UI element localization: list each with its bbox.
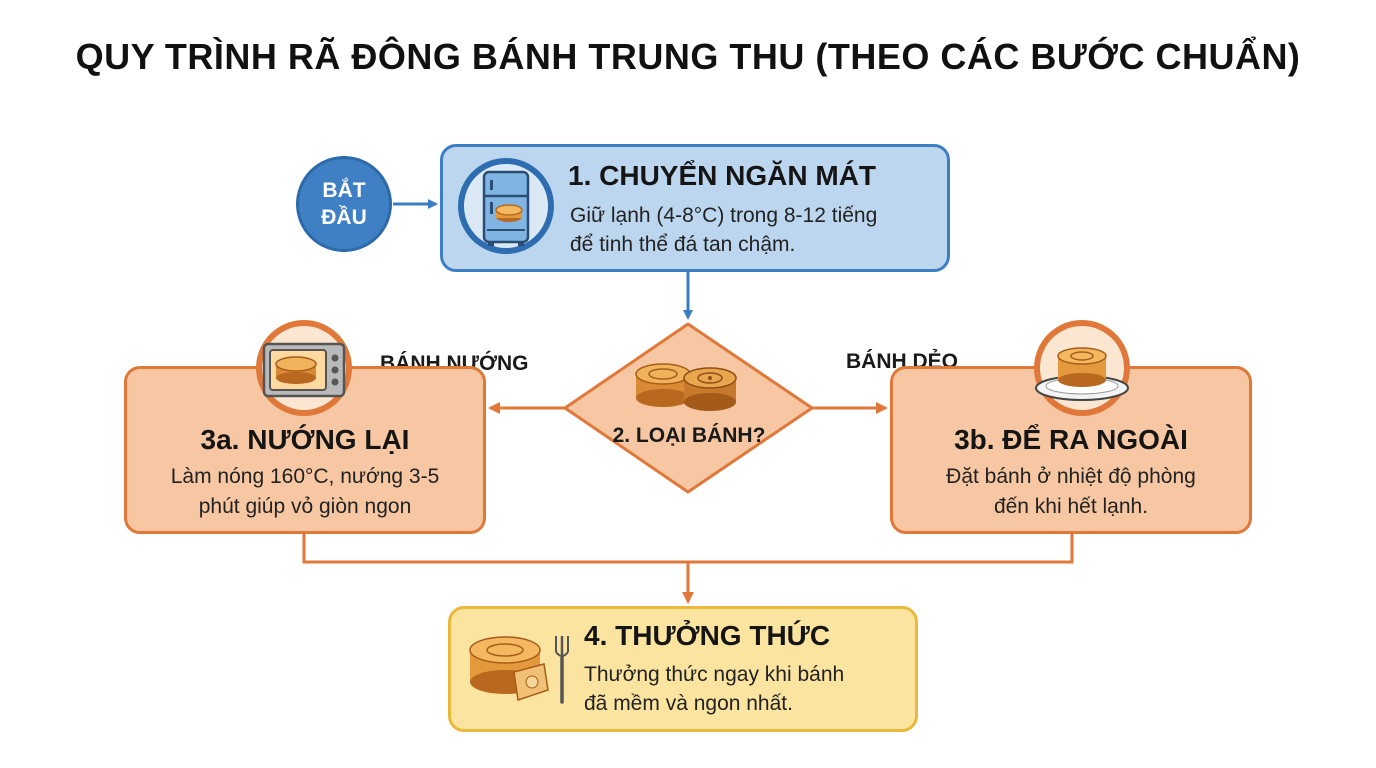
decision-label: 2. LOẠI BÁNH?: [612, 424, 766, 447]
step4-text-line1: Thưởng thức ngay khi bánh: [584, 663, 845, 686]
start-label-line2: ĐẦU: [321, 206, 367, 229]
fridge-icon: [458, 158, 554, 254]
step1-text-line1: Giữ lạnh (4-8°C) trong 8-12 tiếng: [570, 204, 878, 227]
step4-text-line2: đã mềm và ngon nhất.: [584, 692, 793, 715]
oven-icon: [256, 320, 352, 416]
step3a-text-line2: phút giúp vỏ giòn ngon: [198, 495, 412, 518]
start-node: BẮT ĐẦU: [296, 156, 392, 252]
start-label-line1: BẮT: [322, 178, 366, 202]
step4-heading: 4. THƯỞNG THỨC: [584, 620, 831, 651]
step1-heading: 1. CHUYỂN NGĂN MÁT: [568, 160, 877, 191]
cut-mooncake-fork-icon: [469, 636, 569, 704]
step3a-text-line1: Làm nóng 160°C, nướng 3-5: [170, 465, 440, 488]
decision-diamond: [563, 322, 814, 494]
step1-text-line2: để tinh thể đá tan chậm.: [570, 233, 796, 256]
step3b-text-line2: đến khi hết lạnh.: [993, 495, 1149, 518]
merge-line: [302, 534, 1074, 564]
step3b-heading: 3b. ĐỂ RA NGOÀI: [954, 424, 1188, 455]
diagram-title: QUY TRÌNH RÃ ĐÔNG BÁNH TRUNG THU (THEO C…: [75, 36, 1301, 77]
step3b-text-line1: Đặt bánh ở nhiệt độ phòng: [946, 465, 1196, 488]
mooncakes-icon: [635, 363, 737, 411]
mooncake-plate-icon: [1034, 320, 1130, 416]
step3a-heading: 3a. NƯỚNG LẠI: [200, 424, 410, 455]
